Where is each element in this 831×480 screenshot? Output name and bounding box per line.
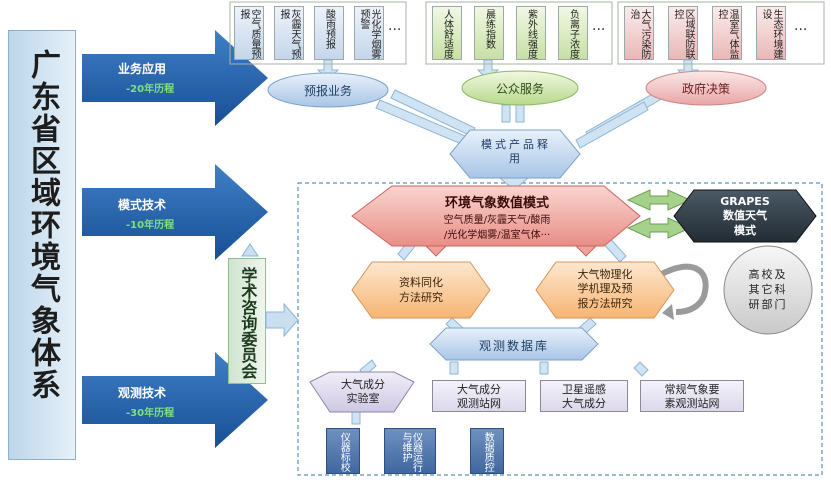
main-model-line2: /光化学烟雾/温室气体··· — [443, 230, 551, 241]
node-forecast — [267, 72, 389, 108]
curved-arrow — [658, 263, 709, 315]
committee-label: 学术咨询委员会 — [238, 267, 258, 379]
system-title: 广东省区域环境气象体系 — [25, 49, 60, 401]
card-public-3: 紫外线强度 — [516, 6, 546, 60]
obs-lab-label: 大气成分 实验室 — [341, 378, 385, 406]
node-public — [461, 70, 579, 106]
card-gov-2: 区域联防联控 — [668, 6, 698, 60]
main-model-title: 环境气象数值模式 — [444, 196, 549, 211]
node-main-model — [351, 185, 641, 247]
obs-box-station: 大气成分观测站网 — [432, 380, 526, 412]
card-public-1: 人体舒适度 — [432, 6, 462, 60]
obs-box-conventional: 常规气象要素观测站网 — [640, 380, 744, 412]
main-model-line1: 空气质量/灰霾天气/酸雨 — [443, 215, 551, 226]
node-public-label: 公众服务 — [495, 82, 544, 96]
card-public-4: 负离子浓度 — [558, 6, 588, 60]
model-frame — [297, 182, 823, 476]
card-forecast-1: 空气质量预报 — [234, 6, 264, 60]
arrow-model-sub: -10年历程 — [126, 220, 175, 231]
arrow-committee — [265, 302, 299, 338]
system-title-panel: 广东省区域环境气象体系 — [8, 30, 76, 460]
university-label: 高校及 其它科 研部门 — [748, 268, 788, 311]
maint-card-qc: 数据质控 — [470, 428, 504, 474]
card-public-2: 晨练指数 — [474, 6, 504, 60]
top-group-public — [425, 1, 613, 65]
card-gov-3: 温室气体监控 — [712, 6, 742, 60]
card-forecast-4: 光化学烟雾预警 — [354, 6, 384, 60]
node-assimilation — [351, 261, 491, 319]
maint-card-operation: 仪器运行与维护 — [384, 428, 436, 474]
arrow-model — [82, 164, 268, 260]
card-gov-1: 大气污染防治 — [624, 6, 654, 60]
node-physchem — [535, 261, 675, 319]
physchem-label: 大气物理化 学机理及预 报方法研究 — [577, 268, 633, 310]
node-forecast-label: 预报业务 — [303, 84, 352, 98]
node-university — [723, 245, 813, 335]
committee-box: 学术咨询委员会 — [228, 258, 266, 384]
arrow-obs — [82, 352, 268, 448]
obs-box-satellite: 卫星遥感大气成分 — [540, 380, 628, 412]
top-group-gov — [617, 1, 825, 65]
node-gov-label: 政府决策 — [681, 82, 730, 96]
grapes-line3: 模式 — [734, 223, 756, 237]
arrow-business-label: 业务应用 — [118, 62, 167, 76]
arrow-model-label: 模式技术 — [118, 198, 167, 212]
card-forecast-2: 灰霾天气预报 — [274, 6, 304, 60]
node-grapes — [673, 189, 817, 243]
arrow-business — [82, 30, 268, 126]
card-gov-4: 生态环境建设 — [756, 6, 786, 60]
public-ellipsis: ··· — [592, 22, 606, 38]
grapes-line2: 数值天气 — [723, 209, 767, 223]
grapes-line1: GRAPES — [720, 195, 770, 208]
arrow-committee-up — [241, 243, 259, 257]
maint-card-calibration: 仪器标校 — [326, 428, 360, 474]
node-obs-lab — [309, 371, 415, 413]
assimilation-label: 资料同化 方法研究 — [399, 276, 443, 304]
forecast-ellipsis: ··· — [388, 22, 402, 38]
top-group-forecast — [229, 1, 407, 65]
node-database — [429, 327, 599, 361]
gov-ellipsis: ··· — [794, 22, 808, 38]
node-gov — [645, 70, 767, 106]
node-release-label: 模式产品释用 — [481, 138, 551, 166]
node-release — [449, 129, 581, 179]
arrow-business-sub: -20年历程 — [126, 84, 175, 95]
grapes-label: GRAPES 数值天气 模式 — [694, 195, 796, 238]
database-label: 观测数据库 — [478, 339, 549, 353]
card-forecast-3: 酸雨预报 — [314, 6, 344, 60]
arrow-obs-label: 观测技术 — [118, 386, 167, 400]
arrow-obs-sub: -30年历程 — [126, 408, 175, 419]
